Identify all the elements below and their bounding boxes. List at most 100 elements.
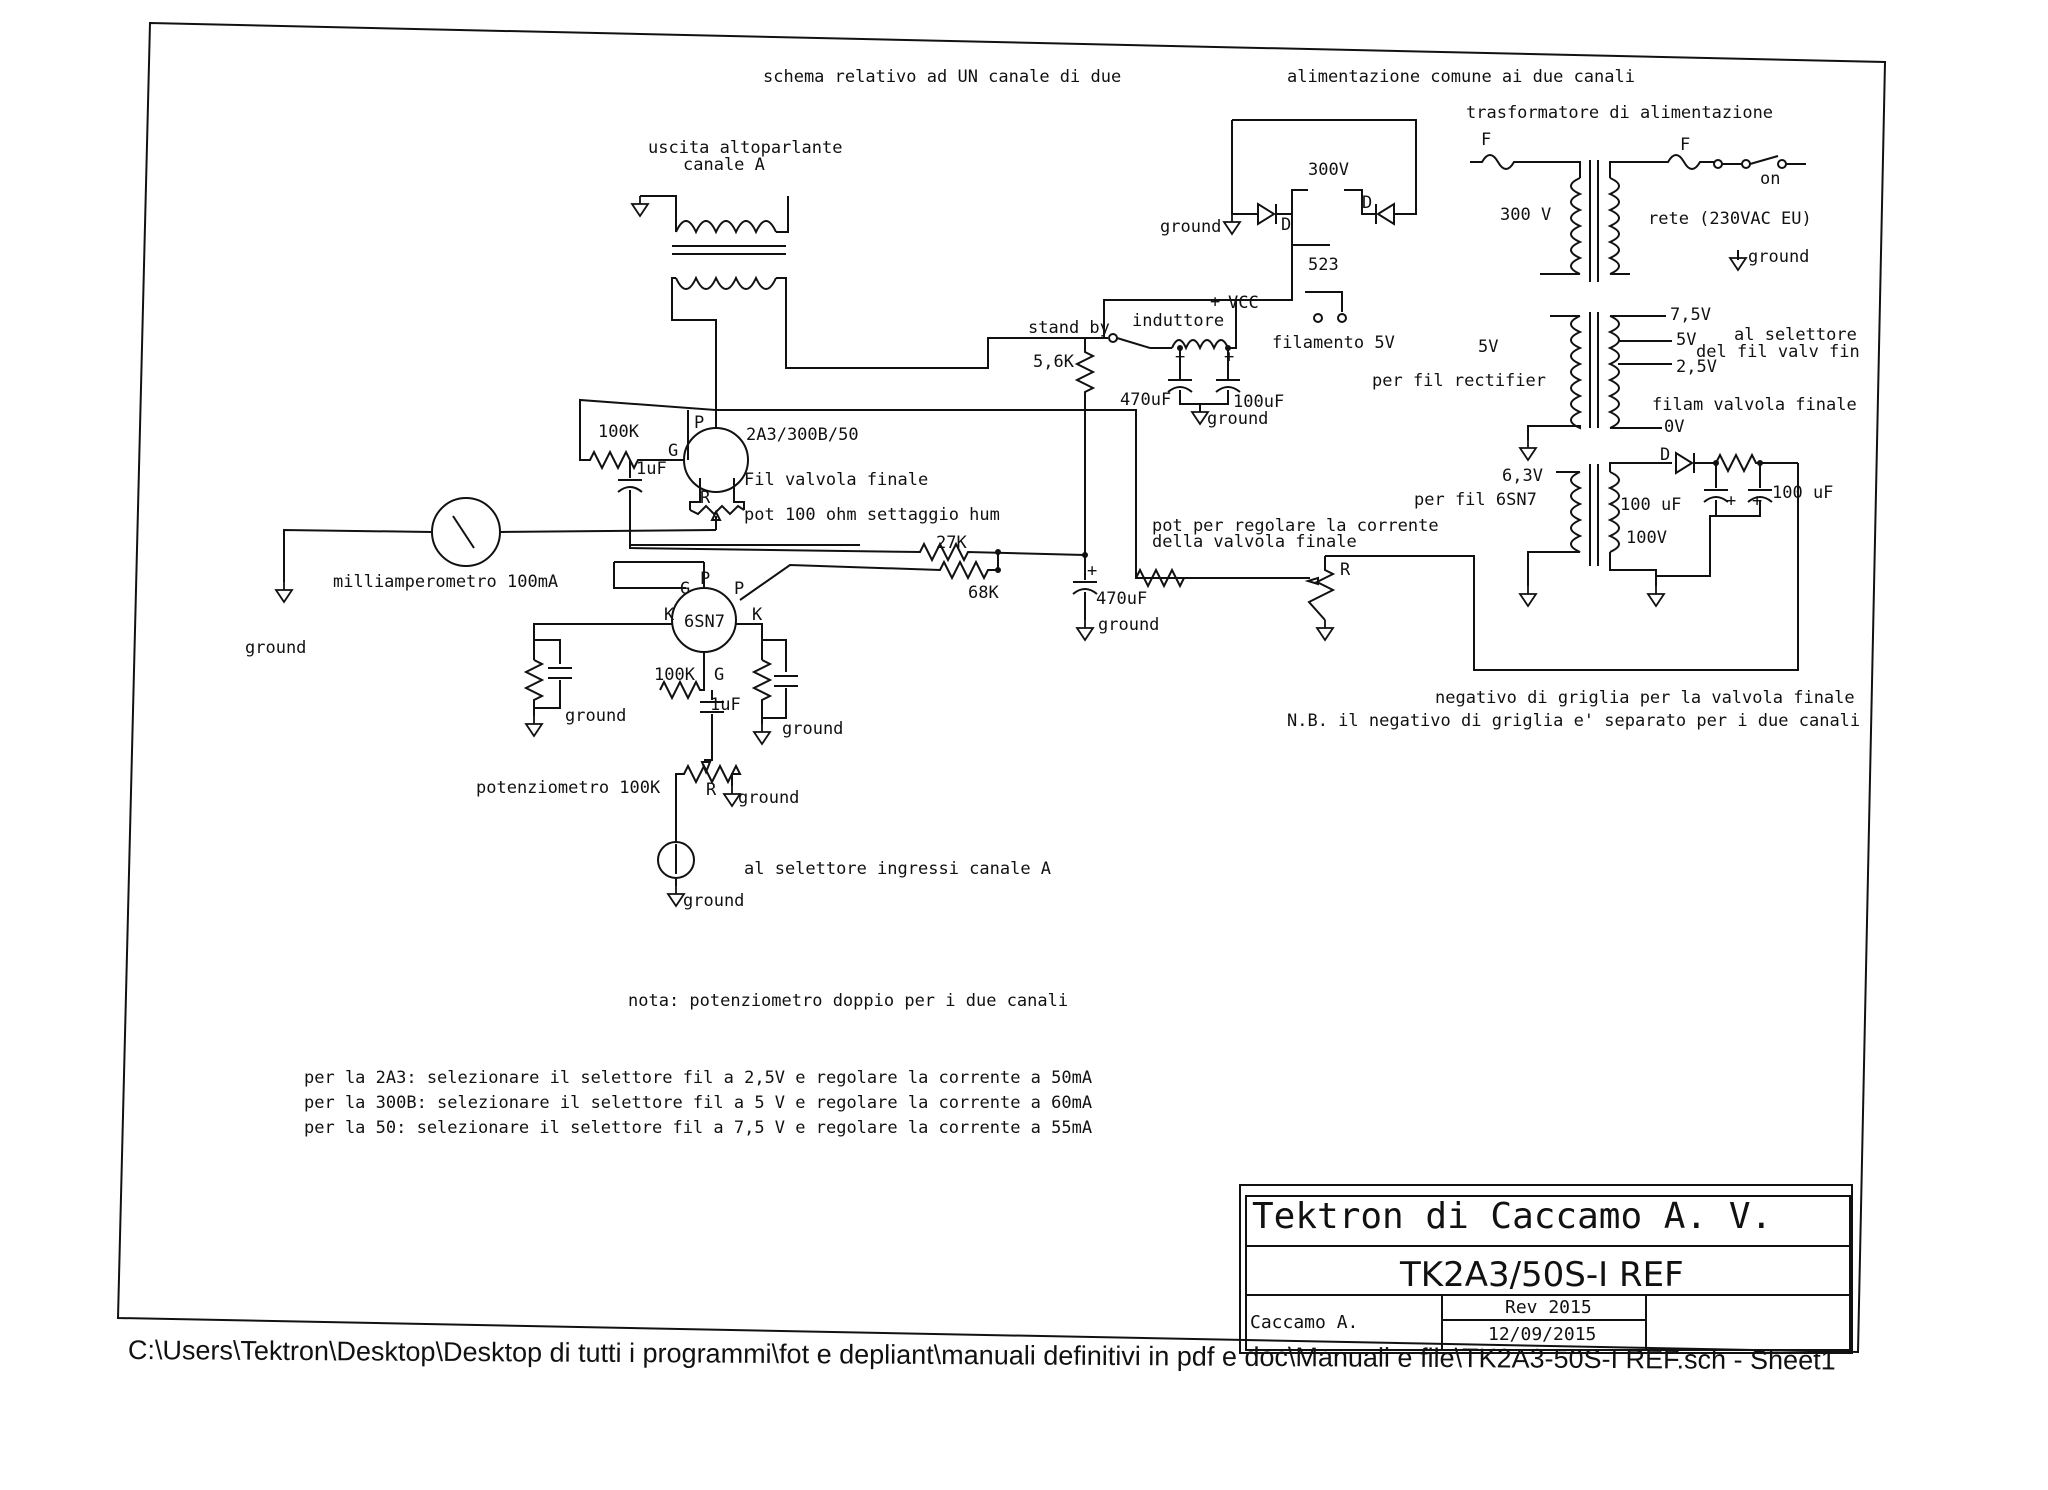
svg-text:27K: 27K xyxy=(936,533,967,553)
svg-text:ground: ground xyxy=(683,891,744,911)
svg-text:+: + xyxy=(1210,292,1220,312)
svg-text:stand by: stand by xyxy=(1028,318,1110,338)
svg-text:5,6K: 5,6K xyxy=(1033,352,1075,372)
sheet-border xyxy=(116,21,1887,1354)
svg-text:uscita altoparlante: uscita altoparlante xyxy=(648,138,842,158)
svg-text:6SN7: 6SN7 xyxy=(684,612,725,632)
filter-cap-2: + 470uF ground xyxy=(1072,555,1159,635)
ground-symbol xyxy=(275,581,293,603)
svg-text:100 uF: 100 uF xyxy=(1772,483,1833,503)
svg-text:P: P xyxy=(694,413,704,433)
svg-text:F: F xyxy=(1481,130,1491,150)
svg-text:+: + xyxy=(1752,491,1762,511)
svg-text:ground: ground xyxy=(245,638,306,658)
svg-text:+: + xyxy=(1726,491,1736,511)
svg-text:0V: 0V xyxy=(1664,417,1684,437)
svg-text:ground: ground xyxy=(1160,217,1221,237)
revision-date: 12/09/2015 xyxy=(1488,1324,1596,1345)
svg-text:canale A: canale A xyxy=(683,155,765,175)
svg-text:al selettore ingressi canale A: al selettore ingressi canale A xyxy=(744,859,1051,879)
ground-symbol xyxy=(1519,439,1537,461)
filter-section: + VCC stand by induttore filamento 5V + … xyxy=(1028,291,1395,555)
svg-text:+: + xyxy=(1087,561,1097,581)
svg-text:300 V: 300 V xyxy=(1500,205,1551,225)
svg-text:on: on xyxy=(1760,169,1780,189)
ground-symbol xyxy=(1191,403,1209,425)
svg-text:+: + xyxy=(1224,347,1234,367)
svg-text:R: R xyxy=(700,488,711,508)
left-caption: schema relativo ad UN canale di due xyxy=(763,67,1121,87)
driver-tube: 6SN7 G P P K K G 100K 1uF 27K 68K ground… xyxy=(523,533,1088,761)
svg-text:ground: ground xyxy=(565,706,626,726)
svg-text:P: P xyxy=(700,569,710,589)
negativo-caption: negativo di griglia per la valvola final… xyxy=(1435,688,1855,708)
svg-text:R: R xyxy=(706,780,717,800)
note-dual-pot: nota: potenziometro doppio per i due can… xyxy=(628,991,1068,1011)
svg-text:G: G xyxy=(668,441,678,461)
svg-text:ground: ground xyxy=(1748,247,1809,267)
svg-text:+: + xyxy=(1175,347,1185,367)
title-block: Tektron di Caccamo A. V. TK2A3/50S-I REF… xyxy=(1239,1184,1853,1354)
negativo-note: N.B. il negativo di griglia e' separato … xyxy=(1287,711,1860,731)
ground-symbol xyxy=(1223,213,1241,235)
svg-text:D: D xyxy=(1362,193,1372,213)
svg-text:5V: 5V xyxy=(1478,337,1498,357)
ground-symbol xyxy=(1519,585,1537,607)
output-transformer: uscita altoparlante canale A xyxy=(640,138,1085,410)
svg-text:filamento 5V: filamento 5V xyxy=(1272,333,1395,353)
svg-text:VCC: VCC xyxy=(1228,293,1259,313)
svg-text:100 uF: 100 uF xyxy=(1620,495,1681,515)
svg-text:68K: 68K xyxy=(968,583,999,603)
svg-text:ground: ground xyxy=(1098,615,1159,635)
svg-text:per fil 6SN7: per fil 6SN7 xyxy=(1414,490,1537,510)
input-section: potenziometro 100K R ground ground al se… xyxy=(476,760,1051,911)
note-300b: per la 300B: selezionare il selettore fi… xyxy=(304,1093,1092,1113)
svg-text:5V: 5V xyxy=(1676,330,1696,350)
svg-text:ground: ground xyxy=(1207,409,1268,429)
svg-text:2,5V: 2,5V xyxy=(1676,357,1717,377)
svg-text:della valvola finale: della valvola finale xyxy=(1152,532,1357,552)
svg-text:7,5V: 7,5V xyxy=(1670,305,1711,325)
output-tube: 2A3/300B/50 P G Fil valvola finale pot 1… xyxy=(579,398,1250,579)
bias-pot: pot per regolare la corrente della valvo… xyxy=(1135,463,1799,671)
svg-text:1uF: 1uF xyxy=(710,695,741,715)
svg-text:del fil valv fin: del fil valv fin xyxy=(1696,342,1860,362)
svg-text:523: 523 xyxy=(1308,255,1339,275)
author-name: Caccamo A. xyxy=(1250,1312,1358,1333)
company-name: Tektron di Caccamo A. V. xyxy=(1252,1196,1772,1237)
revision: Rev 2015 xyxy=(1505,1297,1592,1318)
power-transformer: trasformatore di alimentazione F F on 30… xyxy=(1372,103,1860,586)
svg-text:100K: 100K xyxy=(654,665,696,685)
ground-symbol xyxy=(631,195,649,217)
svg-text:D: D xyxy=(1660,445,1670,465)
svg-text:pot 100 ohm settaggio hum: pot 100 ohm settaggio hum xyxy=(744,505,1000,525)
svg-text:2A3/300B/50: 2A3/300B/50 xyxy=(746,425,859,445)
svg-text:induttore: induttore xyxy=(1132,311,1224,331)
svg-text:470uF: 470uF xyxy=(1096,589,1147,609)
note-50: per la 50: selezionare il selettore fil … xyxy=(304,1118,1092,1138)
svg-text:ground: ground xyxy=(738,788,799,808)
rectifier-523: 300V 523 ground D D xyxy=(1103,119,1417,338)
svg-text:100V: 100V xyxy=(1626,528,1667,548)
svg-text:K: K xyxy=(752,605,763,625)
svg-text:pot per regolare la corrente: pot per regolare la corrente xyxy=(1152,516,1439,536)
drawing-number: TK2A3/50S-I REF xyxy=(1399,1255,1684,1295)
svg-text:rete (230VAC EU): rete (230VAC EU) xyxy=(1648,209,1812,229)
svg-text:trasformatore di alimentazione: trasformatore di alimentazione xyxy=(1466,103,1773,123)
svg-text:K: K xyxy=(664,605,675,625)
svg-text:300V: 300V xyxy=(1308,160,1349,180)
svg-text:al selettore: al selettore xyxy=(1734,325,1857,345)
svg-text:milliamperometro 100mA: milliamperometro 100mA xyxy=(333,572,558,592)
svg-text:P: P xyxy=(734,579,744,599)
ground-symbol xyxy=(1076,619,1094,641)
ground-symbol xyxy=(667,885,685,907)
svg-text:6,3V: 6,3V xyxy=(1502,466,1543,486)
ground-symbol xyxy=(753,723,771,745)
svg-text:100uF: 100uF xyxy=(1233,392,1284,412)
ground-symbol xyxy=(1316,619,1334,641)
note-2a3: per la 2A3: selezionare il selettore fil… xyxy=(304,1068,1092,1088)
svg-text:Fil valvola finale: Fil valvola finale xyxy=(744,470,928,490)
svg-text:filam valvola finale: filam valvola finale xyxy=(1652,395,1857,415)
milliammeter: milliamperometro 100mA ground xyxy=(245,497,717,658)
